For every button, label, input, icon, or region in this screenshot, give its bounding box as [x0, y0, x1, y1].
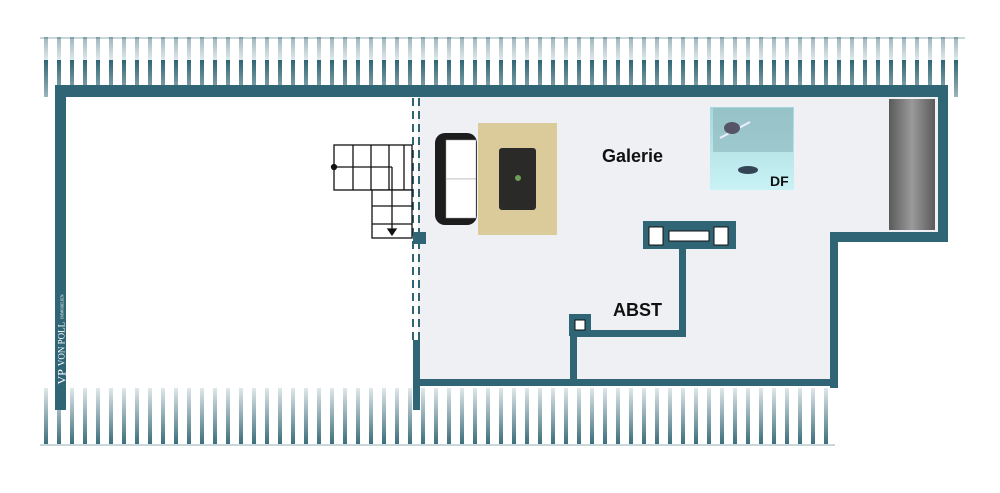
room-label-df: DF [770, 173, 789, 189]
roof-window [710, 107, 794, 190]
room-label-galerie: Galerie [602, 146, 664, 166]
railing-dashed-line [412, 98, 420, 340]
left-area [67, 97, 415, 387]
rug-with-table [478, 123, 557, 235]
abst-cabinet [574, 226, 729, 331]
sofa [435, 133, 477, 225]
logo-sub: IMMOBILIEN [59, 294, 64, 319]
roof-slope-bottom [40, 388, 835, 446]
staircase [330, 144, 413, 239]
chimney [889, 99, 935, 230]
logo [55, 290, 66, 385]
logo-name: VON POLL [56, 321, 67, 367]
room-label-abst: ABST [613, 300, 662, 320]
logo-text: VP VON POLL IMMOBILIEN [54, 290, 69, 385]
logo-mark: VP [54, 369, 68, 385]
